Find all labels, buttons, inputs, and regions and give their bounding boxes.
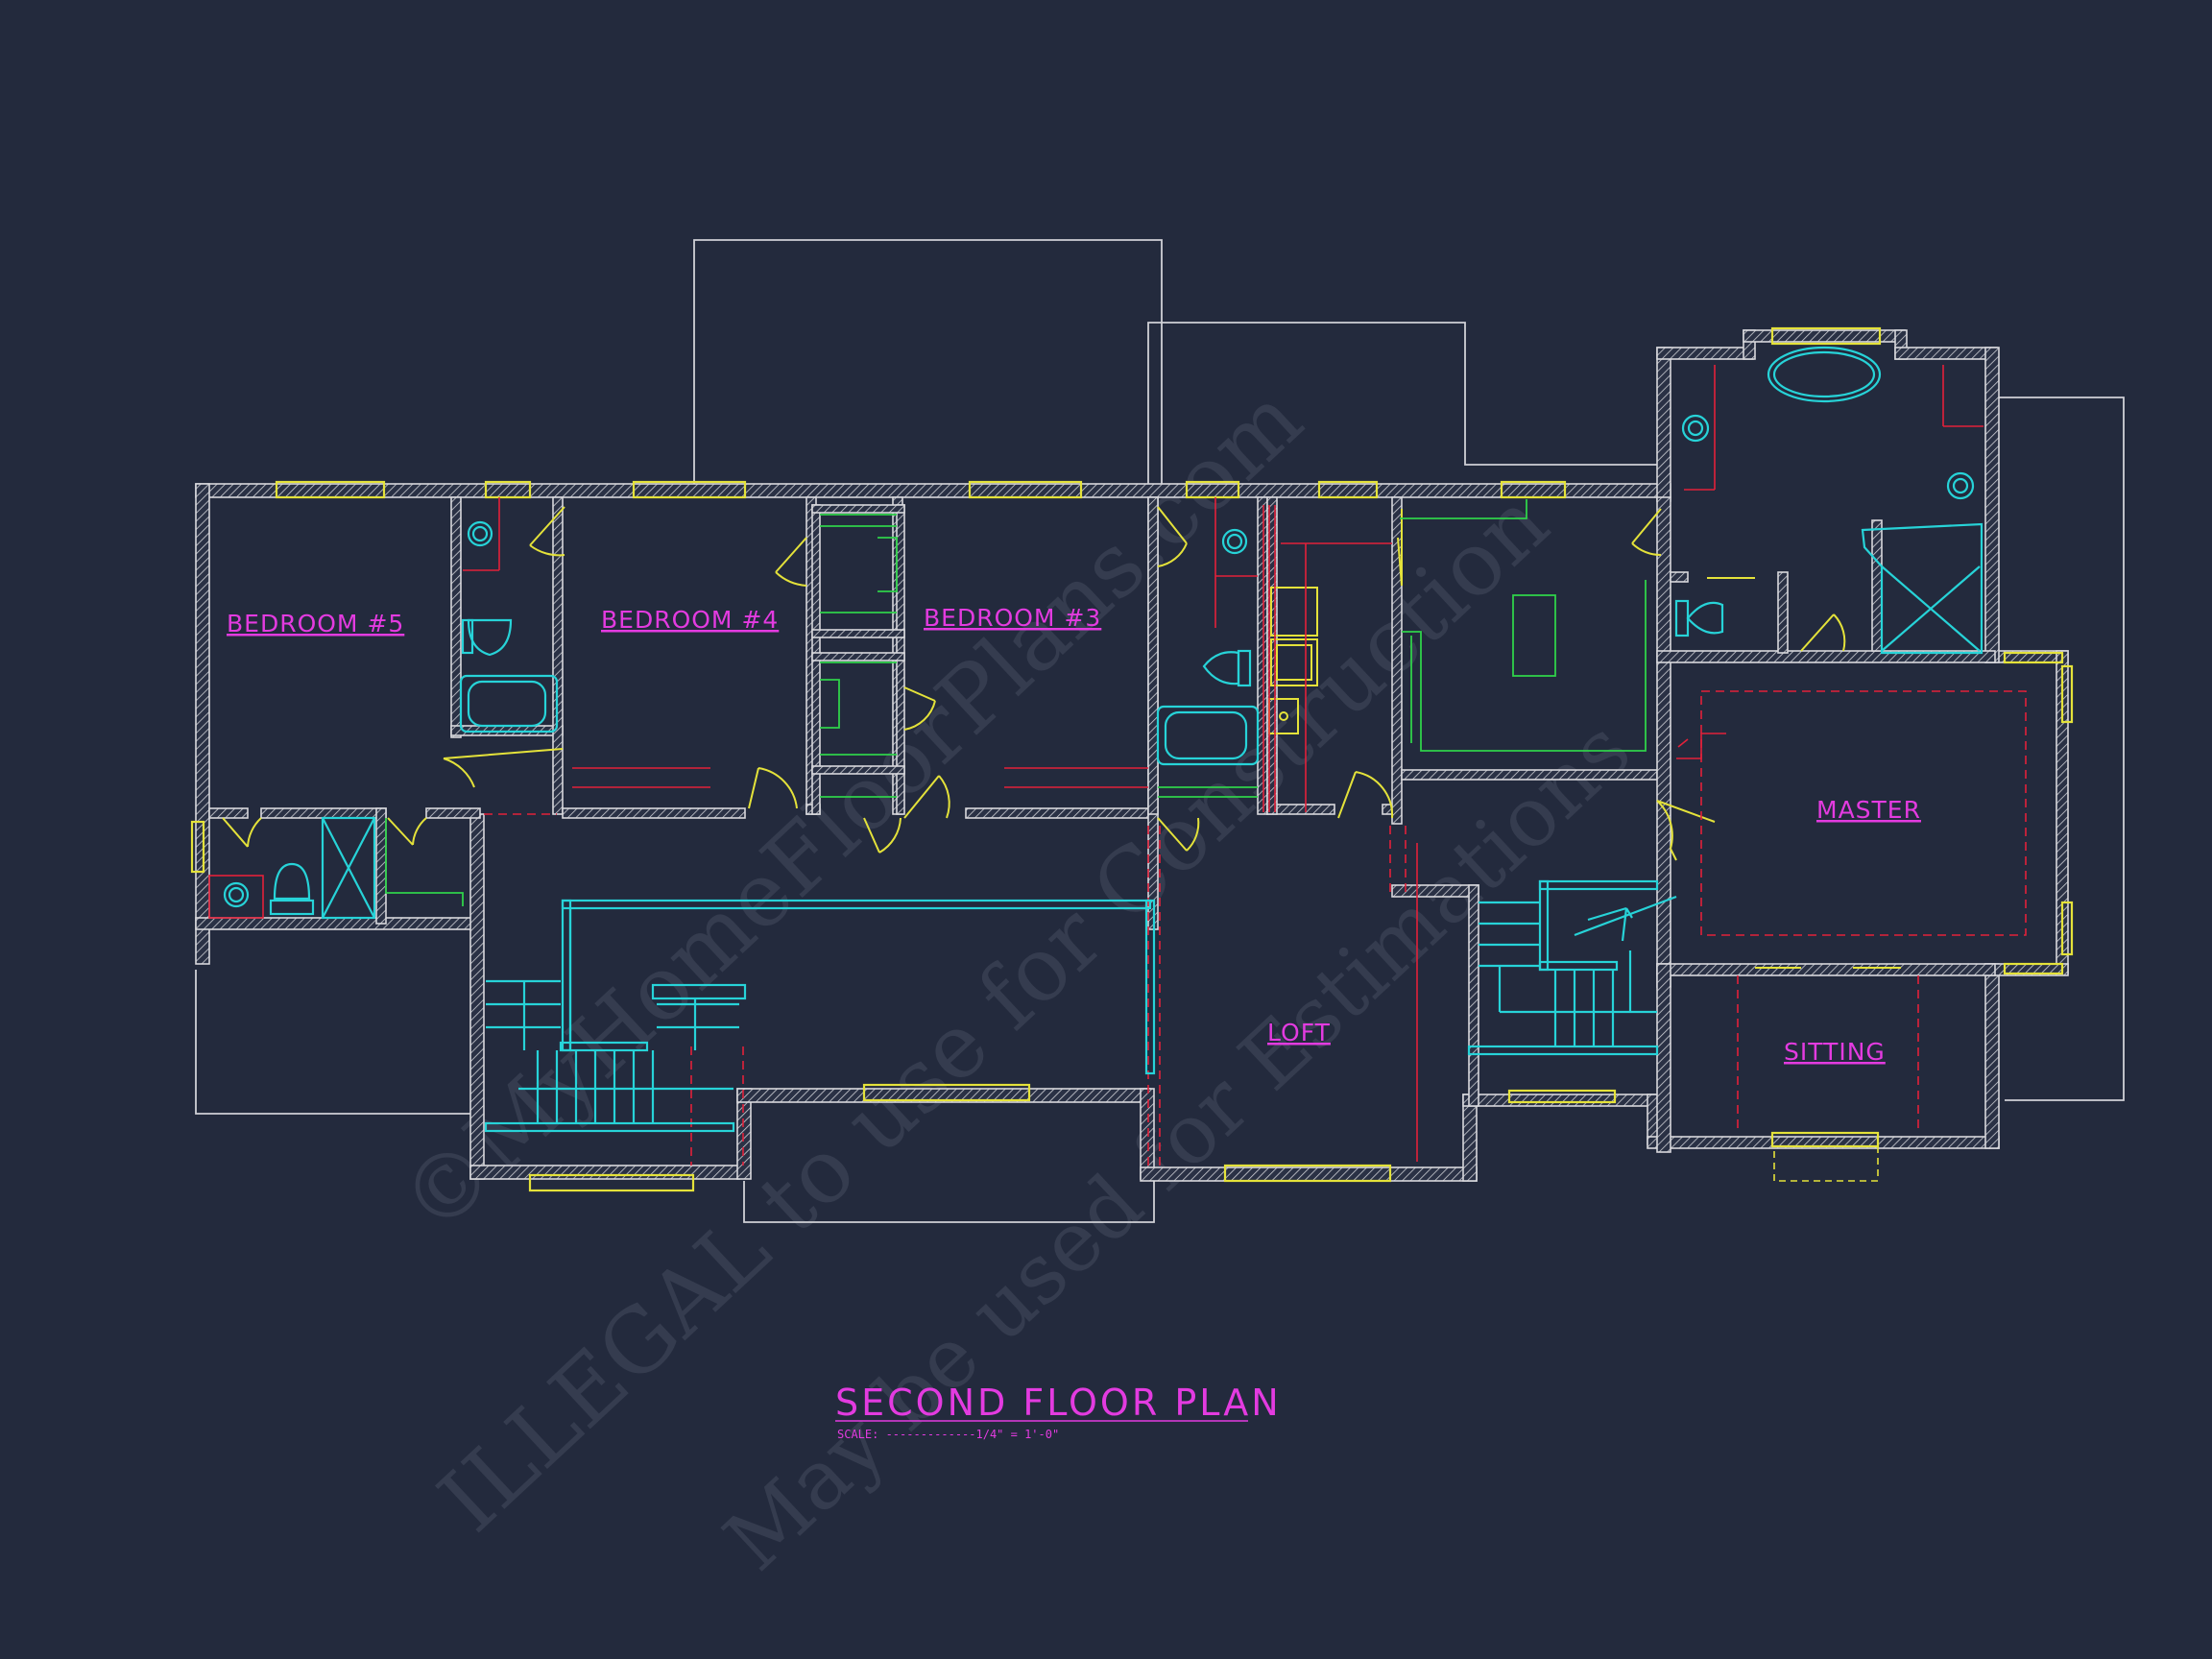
- plumbing-fixtures: [208, 346, 1984, 920]
- label-bedroom-4: BEDROOM #4: [601, 606, 779, 634]
- doors: [222, 506, 1901, 969]
- roof-outlines: [195, 239, 2125, 1223]
- label-bedroom-3: BEDROOM #3: [924, 604, 1101, 632]
- windows: [190, 326, 2074, 1192]
- stairs: [484, 879, 1677, 1133]
- label-master: MASTER: [1816, 796, 1921, 824]
- label-sitting: SITTING: [1784, 1038, 1886, 1066]
- label-bedroom-5: BEDROOM #5: [227, 610, 404, 637]
- cabinets: [385, 499, 1647, 906]
- room-labels: BEDROOM #5 BEDROOM #4 BEDROOM #3 MASTER …: [227, 604, 1921, 1066]
- label-loft: LOFT: [1267, 1019, 1331, 1046]
- dimension-lines: [463, 365, 2027, 1171]
- exterior-walls: [195, 329, 2069, 1182]
- title-block: SECOND FLOOR PLAN SCALE: -------------1/…: [835, 1382, 1282, 1441]
- plan-scale: SCALE: -------------1/4" = 1'-0": [837, 1428, 1059, 1441]
- plan-title: SECOND FLOOR PLAN: [835, 1382, 1282, 1424]
